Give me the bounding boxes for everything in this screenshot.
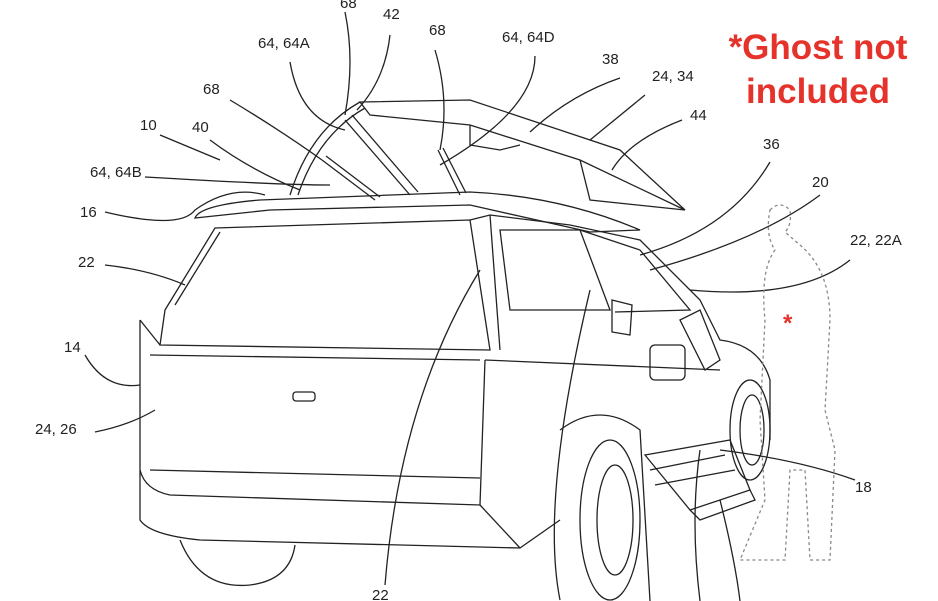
reference-numeral: 22 — [372, 587, 389, 601]
reference-numeral: 10 — [140, 117, 157, 134]
ghost-annotation-line2: included — [746, 72, 890, 111]
reference-numeral: 22 — [78, 254, 95, 271]
reference-numeral: 18 — [855, 479, 872, 496]
reference-numeral: 64, 64A — [258, 35, 310, 52]
reference-numeral: 14 — [64, 339, 81, 356]
reference-numeral: 68 — [340, 0, 357, 12]
reference-numeral: 36 — [763, 136, 780, 153]
reference-numeral: 38 — [602, 51, 619, 68]
reference-numeral: 64, 64B — [90, 164, 142, 181]
reference-numeral: 16 — [80, 204, 97, 221]
reference-numeral: 68 — [429, 22, 446, 39]
ghost-annotation-line1: *Ghost not — [728, 28, 908, 67]
reference-numeral: 68 — [203, 81, 220, 98]
reference-numeral: 44 — [690, 107, 707, 124]
reference-numeral: 20 — [812, 174, 829, 191]
reference-numeral: 40 — [192, 119, 209, 136]
reference-numeral: 24, 26 — [35, 421, 77, 438]
reference-numeral: 24, 34 — [652, 68, 694, 85]
ghost-marker: * — [783, 310, 793, 337]
ghost-annotation: *Ghost not included — [712, 26, 924, 114]
reference-numeral: 22, 22A — [850, 232, 902, 249]
reference-numeral: 64, 64D — [502, 29, 555, 46]
reference-numeral: 42 — [383, 6, 400, 23]
